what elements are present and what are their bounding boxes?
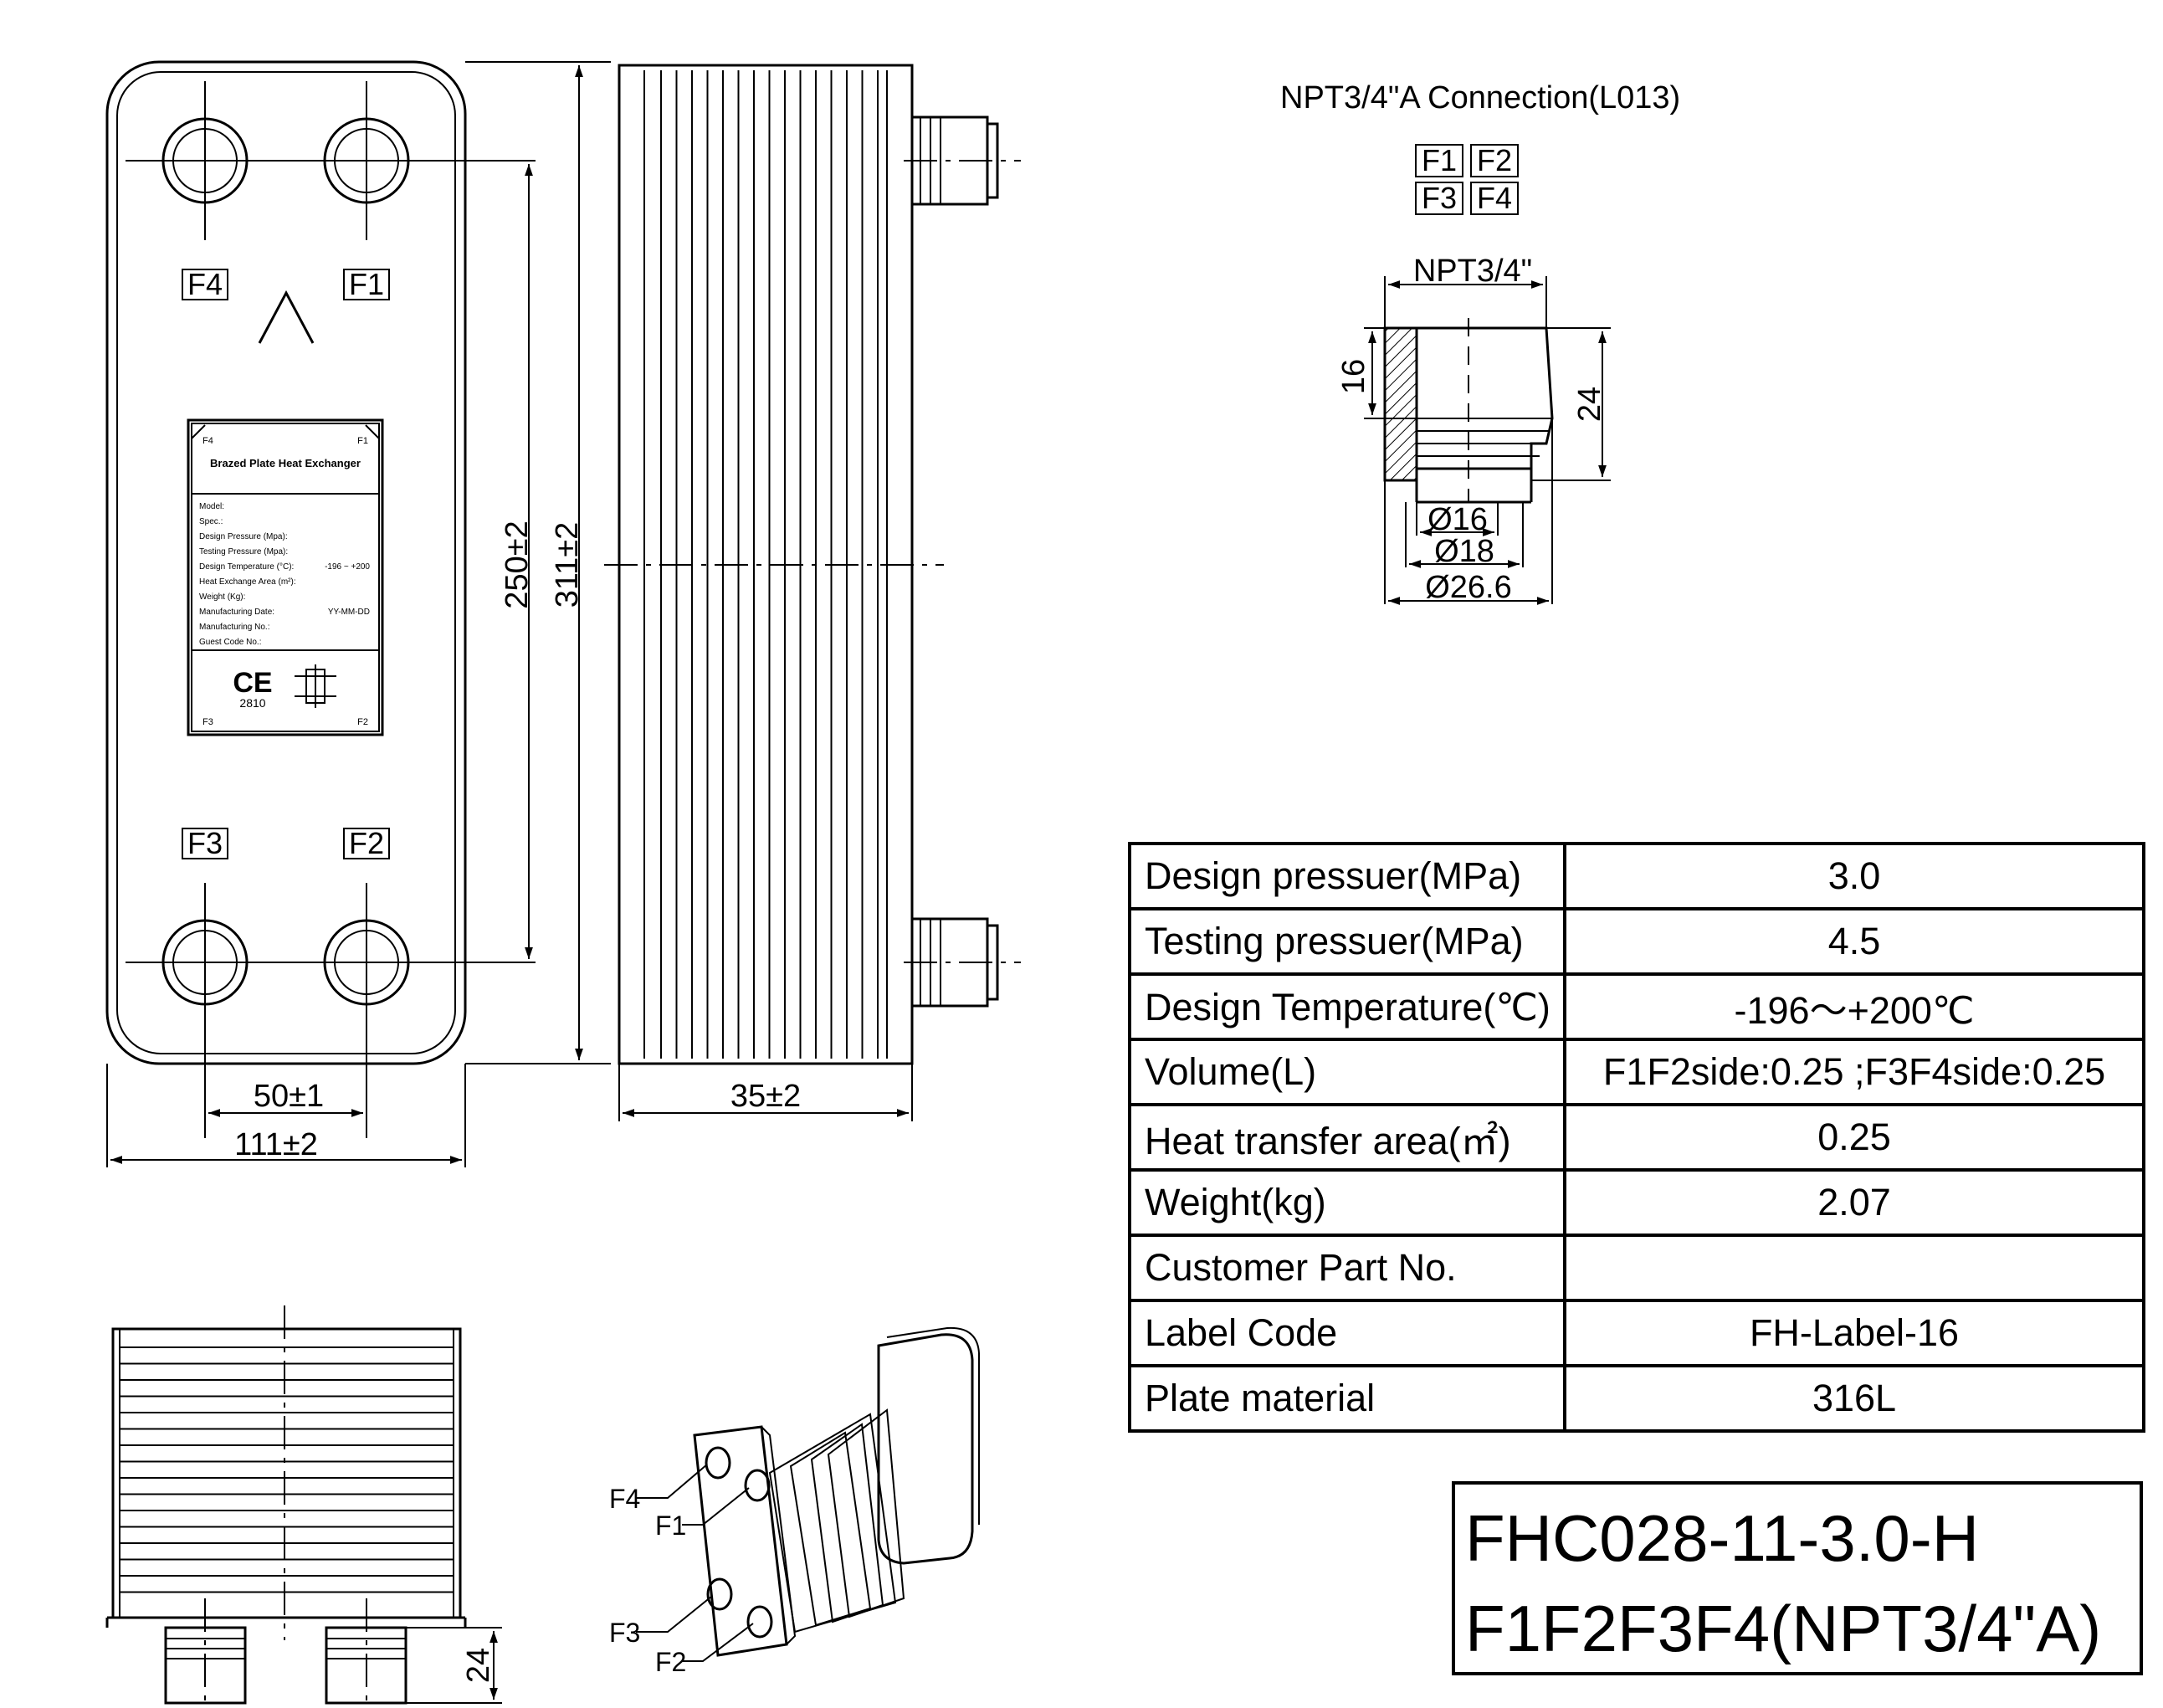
- matrix-f1: F1: [1422, 143, 1457, 177]
- dim-thread-length: 16: [1336, 359, 1371, 394]
- spec-label: Heat transfer area(㎡): [1128, 1103, 1566, 1172]
- port-label-f3: F3: [187, 826, 223, 860]
- svg-text:Manufacturing Date:: Manufacturing Date:: [199, 608, 274, 617]
- table-row: Design pressuer(MPa)3.0: [1128, 842, 2145, 910]
- table-row: Heat transfer area(㎡)0.25: [1128, 1103, 2145, 1172]
- spec-value: F1F2side:0.25 ;F3F4side:0.25: [1563, 1038, 2145, 1106]
- dim-port-spacing-v: 250±2: [500, 521, 535, 608]
- nameplate-fields: Model: Spec.: Design Pressure (Mpa): Tes…: [199, 502, 296, 647]
- matrix-f2: F2: [1477, 143, 1512, 177]
- table-row: Weight(kg)2.07: [1128, 1168, 2145, 1237]
- front-plate-outer: [105, 60, 467, 1065]
- port-matrix: F1 F2 F3 F4: [1415, 143, 1519, 215]
- port-f3-circle: [126, 883, 284, 1138]
- table-row: Customer Part No.: [1128, 1234, 2145, 1302]
- isometric-view: F4 F1 F3 F2: [609, 1326, 980, 1677]
- bottom-nozzle-left: [164, 1598, 247, 1708]
- dim-width: 111±2: [234, 1127, 318, 1162]
- iso-back-plate: [877, 1333, 974, 1565]
- bottom-plates: [120, 1346, 454, 1593]
- nameplate-title: Brazed Plate Heat Exchanger: [210, 457, 361, 469]
- fitting-section: [1383, 318, 1554, 504]
- spec-label: Design pressuer(MPa): [1128, 842, 1566, 910]
- svg-text:Design Temperature (°C):: Design Temperature (°C):: [199, 562, 294, 572]
- port-label-f4: F4: [187, 267, 223, 301]
- iso-plate-stack: [768, 1408, 905, 1634]
- side-view: 35±2: [604, 64, 1021, 1121]
- model-box: FHC028-11-3.0-H F1F2F3F4(NPT3/4"A): [1452, 1481, 2143, 1675]
- dim-diameter-inner: Ø16: [1427, 502, 1488, 537]
- svg-text:Heat Exchange Area (m²):: Heat Exchange Area (m²):: [199, 577, 296, 587]
- side-nozzle-bottom: [904, 917, 1021, 1008]
- dim-depth: 35±2: [730, 1079, 801, 1114]
- svg-text:Model:: Model:: [199, 502, 224, 511]
- svg-text:Weight (Kg):: Weight (Kg):: [199, 592, 245, 602]
- matrix-f4: F4: [1477, 181, 1512, 215]
- table-row: Testing pressuer(MPa)4.5: [1128, 907, 2145, 976]
- model-line-2: F1F2F3F4(NPT3/4"A): [1465, 1592, 2102, 1665]
- spec-value: 3.0: [1563, 842, 2145, 910]
- iso-label-f4: F4: [609, 1484, 640, 1514]
- nameplate-date-value: YY-MM-DD: [328, 608, 370, 617]
- connection-detail: F1 F2 F3 F4 NPT3/4" 16: [1336, 143, 1611, 605]
- spec-value: [1563, 1234, 2145, 1302]
- dim-fitting-length: 24: [1572, 387, 1607, 422]
- ce-mark-icon: CE: [233, 667, 272, 699]
- matrix-f3: F3: [1422, 181, 1457, 215]
- spec-value: 2.07: [1563, 1168, 2145, 1237]
- table-row: Volume(L)F1F2side:0.25 ;F3F4side:0.25: [1128, 1038, 2145, 1106]
- spec-label: Testing pressuer(MPa): [1128, 907, 1566, 976]
- dim-height: 311±2: [550, 522, 585, 608]
- dim-diameter-outer: Ø26.6: [1425, 570, 1512, 605]
- iso-label-f1: F1: [655, 1511, 686, 1541]
- spec-value: 4.5: [1563, 907, 2145, 976]
- spec-label: Weight(kg): [1128, 1168, 1566, 1237]
- iso-label-f2: F2: [655, 1647, 686, 1677]
- spec-table: Design pressuer(MPa)3.0 Testing pressuer…: [1128, 842, 2145, 1433]
- nameplate: F4 F1 Brazed Plate Heat Exchanger Model:…: [187, 418, 384, 736]
- connection-title: NPT3/4"A Connection(L013): [1280, 80, 1681, 115]
- dim-thread: NPT3/4": [1413, 254, 1532, 289]
- spec-value: -196～+200℃: [1563, 972, 2145, 1041]
- nameplate-corner-f1: F1: [357, 436, 368, 446]
- svg-text:Testing Pressure (Mpa):: Testing Pressure (Mpa):: [199, 547, 288, 557]
- spec-label: Plate material: [1128, 1364, 1566, 1433]
- spec-value: 316L: [1563, 1364, 2145, 1433]
- nameplate-corner-f3: F3: [202, 717, 213, 727]
- svg-text:Guest Code No.:: Guest Code No.:: [199, 638, 261, 647]
- port-label-f2: F2: [349, 826, 384, 860]
- nameplate-temp-value: -196 ~ +200: [325, 562, 370, 572]
- svg-text:Spec.:: Spec.:: [199, 517, 223, 526]
- port-label-f1: F1: [349, 267, 384, 301]
- bottom-nozzle-right: [325, 1598, 407, 1708]
- nameplate-corner-f4: F4: [202, 436, 213, 446]
- ce-number: 2810: [239, 696, 265, 710]
- front-view: F4 F1 F3 F2 F4 F1 Brazed Plate Heat Exch…: [105, 60, 611, 1167]
- table-row: Design Temperature(℃)-196～+200℃: [1128, 972, 2145, 1041]
- spec-label: Customer Part No.: [1128, 1234, 1566, 1302]
- spec-label: Label Code: [1128, 1299, 1566, 1367]
- spec-value: 0.25: [1563, 1103, 2145, 1172]
- front-plate-inner: [116, 71, 456, 1054]
- svg-text:Manufacturing No.:: Manufacturing No.:: [199, 623, 270, 632]
- spec-value: FH-Label-16: [1563, 1299, 2145, 1367]
- model-line-1: FHC028-11-3.0-H: [1465, 1501, 1980, 1575]
- spec-label: Volume(L): [1128, 1038, 1566, 1106]
- flow-schematic-icon: [295, 664, 336, 708]
- flow-direction-icon: [258, 290, 315, 344]
- svg-text:Design Pressure (Mpa):: Design Pressure (Mpa):: [199, 532, 288, 541]
- nameplate-corner-f2: F2: [357, 717, 368, 727]
- dim-diameter-mid: Ø18: [1434, 534, 1494, 569]
- dim-port-spacing-h: 50±1: [254, 1079, 324, 1114]
- side-nozzle-top: [904, 115, 1021, 206]
- dim-nozzle-height: 24: [461, 1648, 496, 1683]
- bottom-view: 24: [105, 1305, 502, 1708]
- iso-label-f3: F3: [609, 1618, 640, 1648]
- spec-label: Design Temperature(℃): [1128, 972, 1566, 1041]
